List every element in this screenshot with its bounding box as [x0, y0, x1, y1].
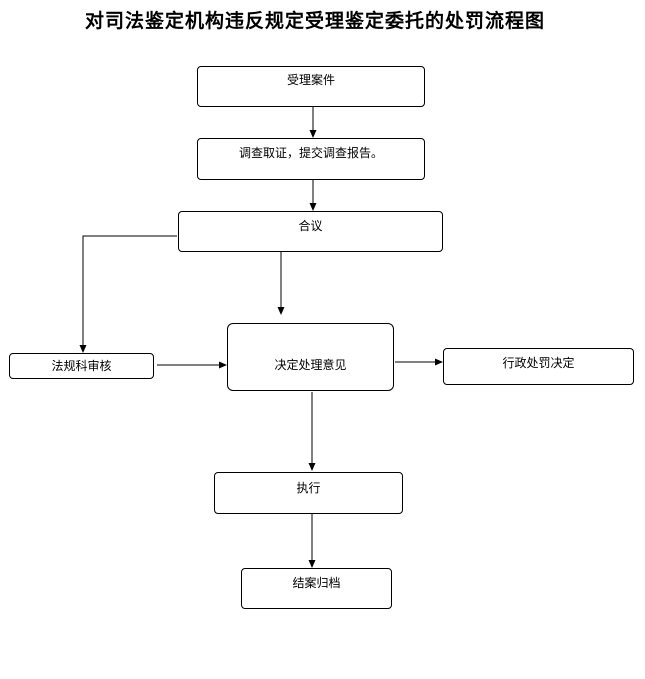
node-administrative-penalty-label: 行政处罚决定	[502, 356, 575, 370]
node-close-archive: 结案归档	[241, 568, 392, 609]
node-close-archive-label: 结案归档	[292, 576, 341, 590]
node-execute: 执行	[214, 472, 403, 514]
node-legal-review-label: 法规科审核	[51, 359, 112, 373]
node-accept-case-label: 受理案件	[286, 73, 335, 87]
node-decision-label: 决定处理意见	[274, 358, 347, 372]
node-legal-review: 法规科审核	[9, 353, 154, 379]
flowchart-title: 对司法鉴定机构违反规定受理鉴定委托的处罚流程图	[84, 10, 545, 32]
node-discuss: 合议	[178, 211, 443, 252]
node-discuss-label: 合议	[298, 219, 323, 233]
node-administrative-penalty: 行政处罚决定	[443, 348, 634, 385]
node-execute-label: 执行	[296, 481, 321, 495]
arrow-discuss-to-legal-review	[79, 235, 177, 353]
node-accept-case: 受理案件	[197, 66, 425, 107]
node-decision: 决定处理意见	[227, 323, 394, 391]
node-investigate-label: 调查取证，提交调查报告。	[238, 146, 383, 160]
node-investigate: 调查取证，提交调查报告。	[197, 138, 425, 180]
